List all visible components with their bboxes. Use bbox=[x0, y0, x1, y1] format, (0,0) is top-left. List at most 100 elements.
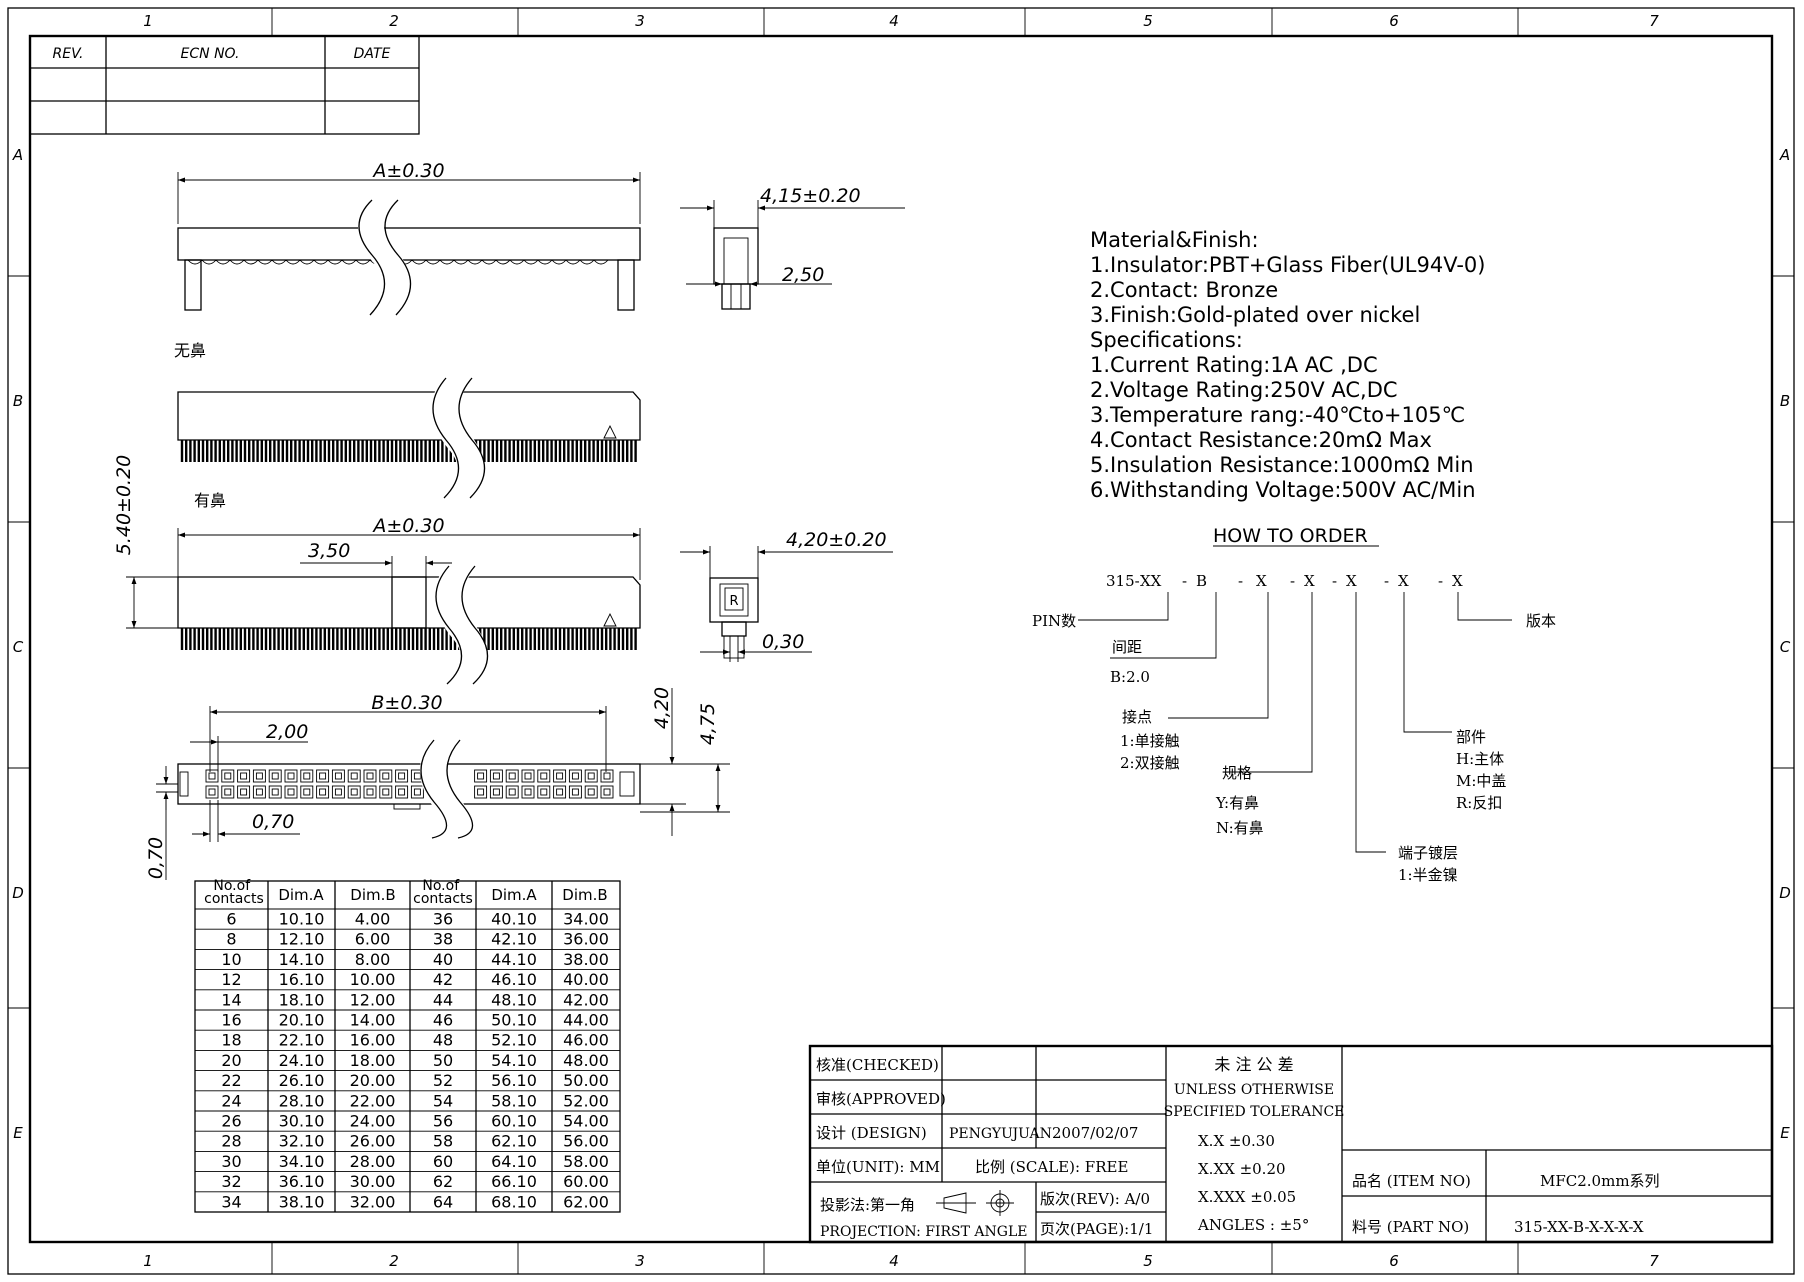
table-cell: 46 bbox=[433, 1011, 453, 1030]
title-block: 核准(CHECKED) 审核(APPROVED) 设计 (DESIGN) PEN… bbox=[808, 1044, 1774, 1244]
table-cell: 12 bbox=[221, 970, 241, 989]
frame-row-label: B bbox=[13, 392, 23, 410]
table-cell: 22.00 bbox=[350, 1091, 396, 1110]
table-cell: 26 bbox=[221, 1112, 241, 1131]
dim-250: 2,50 bbox=[782, 264, 824, 286]
table-cell: 52.10 bbox=[491, 1031, 537, 1050]
order-contact-2: 2:双接触 bbox=[1120, 754, 1180, 772]
designer-value: PENGYUJUAN bbox=[949, 1126, 1052, 1142]
ecn-header: ECN NO. bbox=[181, 46, 240, 62]
svg-text:XX: XX bbox=[1140, 572, 1162, 590]
table-cell: 68.10 bbox=[491, 1192, 537, 1211]
frame-column-label: 4 bbox=[889, 1252, 899, 1270]
table-cell: 36.00 bbox=[563, 930, 609, 949]
table-cell: 38.00 bbox=[563, 950, 609, 969]
approved-label: 审核(APPROVED) bbox=[816, 1090, 946, 1108]
dimension-table: No.of contacts Dim.A Dim.B No.of contact… bbox=[194, 878, 621, 1213]
order-pitch: 间距 bbox=[1112, 638, 1142, 656]
table-cell: 50 bbox=[433, 1051, 453, 1070]
table-cell: 12.10 bbox=[279, 930, 325, 949]
order-spec-n: N:有鼻 bbox=[1216, 819, 1264, 837]
table-header: Dim.B bbox=[562, 886, 607, 904]
spec-line: 2.Contact: Bronze bbox=[1090, 278, 1278, 302]
table-cell: 4.00 bbox=[355, 910, 391, 929]
svg-text:-: - bbox=[1332, 572, 1337, 590]
frame-column-label: 7 bbox=[1649, 1252, 1659, 1270]
table-cell: 14 bbox=[221, 990, 241, 1009]
table-cell: 44.10 bbox=[491, 950, 537, 969]
table-cell: 40.10 bbox=[491, 910, 537, 929]
svg-text:-: - bbox=[1438, 572, 1443, 590]
tolerance-line: SPECIFIED TOLERANCE bbox=[1164, 1104, 1345, 1120]
frame-column-label: 7 bbox=[1649, 12, 1659, 30]
table-cell: 56.10 bbox=[491, 1071, 537, 1090]
table-cell: 10.10 bbox=[279, 910, 325, 929]
order-code: 315- XX - B - X - X - X - X - X bbox=[1106, 572, 1463, 590]
table-cell: 20.00 bbox=[350, 1071, 396, 1090]
unit-label: 单位(UNIT): MM bbox=[816, 1158, 940, 1176]
table-cell: 50.10 bbox=[491, 1011, 537, 1030]
dim-350: 3,50 bbox=[308, 540, 350, 562]
dim-070-vertical: 0,70 bbox=[145, 837, 167, 879]
table-cell: 30.00 bbox=[350, 1172, 396, 1191]
table-cell: 18.00 bbox=[350, 1051, 396, 1070]
tolerance-angles: ANGLES : ±5° bbox=[1197, 1216, 1309, 1234]
frame-column-label: 6 bbox=[1389, 1252, 1399, 1270]
order-part-m: M:中盖 bbox=[1456, 772, 1506, 790]
table-cell: 26.00 bbox=[350, 1132, 396, 1151]
date-header: DATE bbox=[354, 46, 391, 62]
table-cell: 18.10 bbox=[279, 990, 325, 1009]
table-cell: 16.00 bbox=[350, 1031, 396, 1050]
dim-a-nose: A±0.30 bbox=[371, 515, 444, 537]
table-cell: 28 bbox=[221, 1132, 241, 1151]
frame-column-label: 4 bbox=[889, 12, 899, 30]
part-no-label: 料号 (PART NO) bbox=[1352, 1218, 1469, 1236]
table-cell: 22 bbox=[221, 1071, 241, 1090]
table-cell: 36 bbox=[433, 910, 453, 929]
frame-row-label: A bbox=[12, 146, 23, 164]
design-label: 设计 (DESIGN) bbox=[816, 1124, 927, 1142]
svg-text:-: - bbox=[1384, 572, 1389, 590]
table-cell: 54.10 bbox=[491, 1051, 537, 1070]
table-cell: 56.00 bbox=[563, 1132, 609, 1151]
spec-line: 3.Temperature rang:-40℃to+105℃ bbox=[1090, 403, 1465, 427]
table-cell: 62.00 bbox=[563, 1192, 609, 1211]
frame-column-label: 6 bbox=[1389, 12, 1399, 30]
table-cell: 36.10 bbox=[279, 1172, 325, 1191]
frame-row-label: E bbox=[13, 1124, 23, 1142]
item-no-value: MFC2.0mm系列 bbox=[1540, 1172, 1660, 1190]
first-angle-projection-icon bbox=[936, 1190, 1014, 1216]
table-cell: 16 bbox=[221, 1011, 241, 1030]
dim-030: 0,30 bbox=[762, 631, 804, 653]
table-cell: 64.10 bbox=[491, 1152, 537, 1171]
table-cell: 34.00 bbox=[563, 910, 609, 929]
table-cell: 62.10 bbox=[491, 1132, 537, 1151]
svg-text:X: X bbox=[1452, 572, 1463, 590]
tolerance-xxx: X.XXX ±0.05 bbox=[1198, 1188, 1296, 1206]
design-date: 2007/02/07 bbox=[1052, 1124, 1138, 1142]
table-cell: 32.10 bbox=[279, 1132, 325, 1151]
rev-header: REV. bbox=[53, 46, 84, 62]
table-cell: 60 bbox=[433, 1152, 453, 1171]
frame-column-label: 5 bbox=[1143, 1252, 1153, 1270]
order-plating: 端子镀层 bbox=[1398, 844, 1458, 862]
table-cell: 6.00 bbox=[355, 930, 391, 949]
view-nose-connector: A±0.30 3,50 5.40±0.20 R 4,20±0.20 bbox=[113, 455, 893, 694]
order-contact: 接点 bbox=[1122, 708, 1152, 726]
frame-row-label: C bbox=[1780, 638, 1791, 656]
frame-column-label: 1 bbox=[143, 12, 153, 30]
spec-line: 6.Withstanding Voltage:500V AC/Min bbox=[1090, 478, 1476, 502]
revision-block: REV. ECN NO. DATE bbox=[29, 35, 420, 135]
drawing-frame bbox=[7, 7, 1795, 1275]
order-version: 版本 bbox=[1526, 612, 1556, 630]
projection-cn: 投影法:第一角 bbox=[820, 1196, 915, 1214]
spec-line: 2.Voltage Rating:250V AC,DC bbox=[1090, 378, 1398, 402]
table-cell: 46.00 bbox=[563, 1031, 609, 1050]
table-cell: 64 bbox=[433, 1192, 453, 1211]
tolerance-line: UNLESS OTHERWISE bbox=[1174, 1082, 1334, 1098]
